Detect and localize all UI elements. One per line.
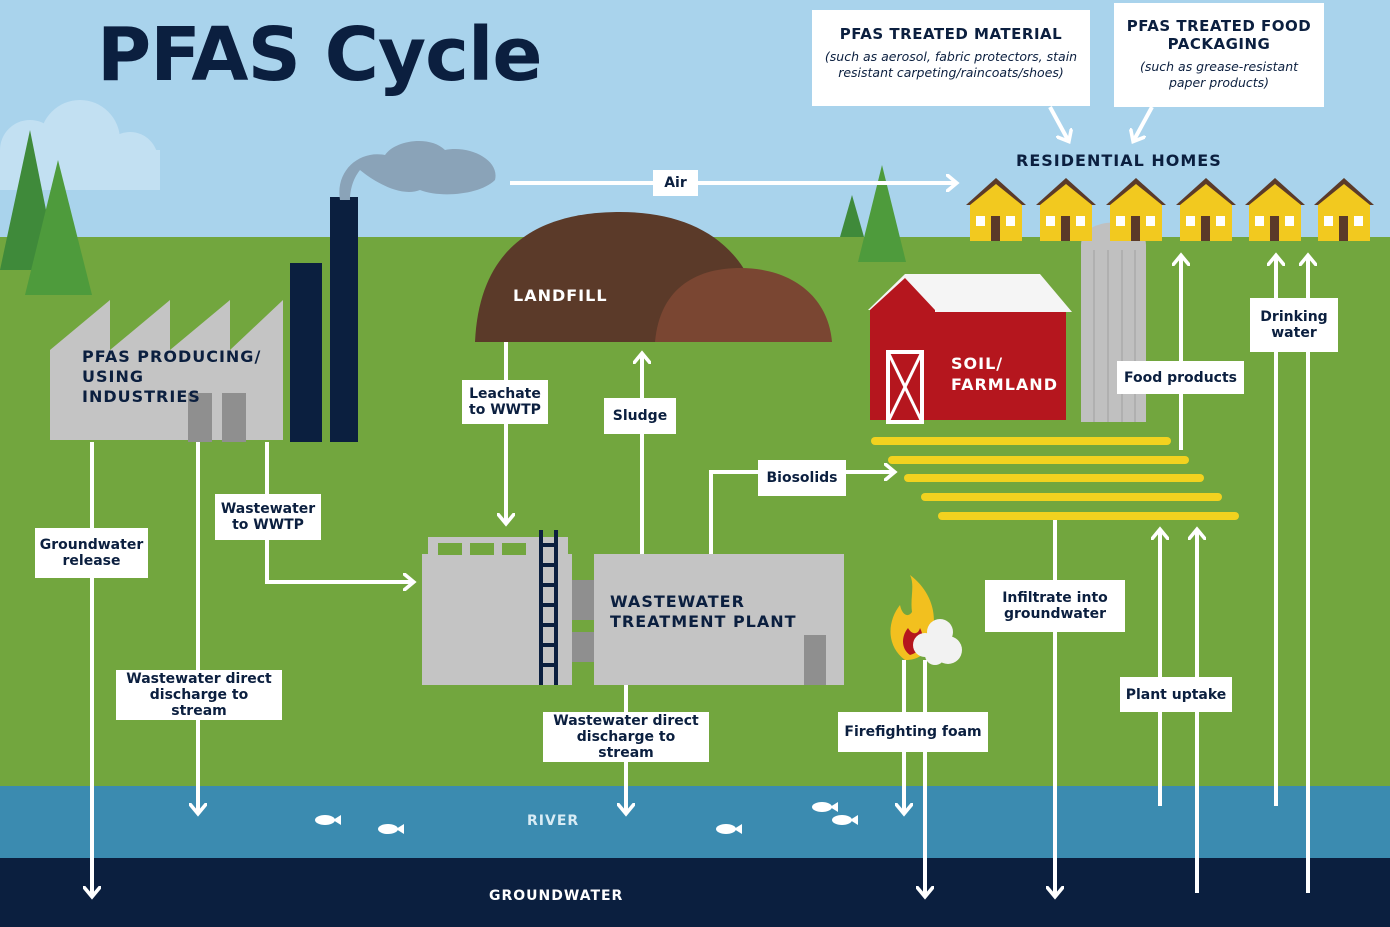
food-products-label: Food products: [1117, 361, 1244, 394]
wastewater-to-wwtp-label: Wastewater to WWTP: [215, 494, 321, 540]
soil-farmland-label: SOIL/ FARMLAND: [951, 354, 1058, 394]
fire-icon: [890, 575, 962, 665]
crop-rows: [871, 437, 1239, 520]
air-label: Air: [653, 170, 698, 196]
landfill-icon: [475, 212, 832, 342]
house-icon: [1036, 178, 1096, 241]
treated-material-box: PFAS TREATED MATERIAL (such as aerosol, …: [812, 10, 1090, 106]
groundwater-release-label: Groundwater release: [35, 528, 148, 578]
groundwater-band: [0, 858, 1390, 927]
residential-homes-label: RESIDENTIAL HOMES: [1016, 151, 1222, 170]
industries-label: PFAS PRODUCING/ USING INDUSTRIES: [82, 347, 262, 406]
landfill-label: LANDFILL: [513, 286, 608, 305]
wwtp-label: WASTEWATER TREATMENT PLANT: [610, 592, 797, 631]
wastewater-direct-discharge-label-2: Wastewater direct discharge to stream: [543, 712, 709, 762]
house-icon: [966, 178, 1026, 241]
food-packaging-heading: PFAS TREATED FOOD PACKAGING: [1126, 17, 1312, 53]
house-icon: [1176, 178, 1236, 241]
sludge-label: Sludge: [604, 398, 676, 434]
groundwater-label: GROUNDWATER: [489, 888, 624, 904]
house-icon: [1314, 178, 1374, 241]
wwtp-icon: [422, 530, 844, 685]
biosolids-label: Biosolids: [758, 460, 846, 496]
tree-icon: [0, 130, 906, 295]
house-icon: [1106, 178, 1166, 241]
wastewater-direct-discharge-label-1: Wastewater direct discharge to stream: [116, 670, 282, 720]
barn-icon: [868, 274, 1072, 424]
infiltrate-groundwater-label: Infiltrate into groundwater: [985, 580, 1125, 632]
factory-icon: [50, 197, 358, 442]
treated-material-sub: (such as aerosol, fabric protectors, sta…: [824, 49, 1078, 80]
leachate-label: Leachate to WWTP: [462, 380, 548, 424]
food-packaging-sub: (such as grease-resistant paper products…: [1139, 59, 1299, 90]
river-label: RIVER: [527, 813, 580, 829]
fish-icons: [315, 802, 858, 834]
page-title: PFAS Cycle: [97, 12, 543, 98]
house-icon: [1245, 178, 1305, 241]
plant-uptake-label: Plant uptake: [1120, 677, 1232, 712]
river-band: [0, 786, 1390, 860]
drinking-water-label: Drinking water: [1250, 298, 1338, 352]
food-packaging-box: PFAS TREATED FOOD PACKAGING (such as gre…: [1114, 3, 1324, 107]
treated-material-heading: PFAS TREATED MATERIAL: [839, 25, 1063, 43]
smoke-icon: [339, 140, 496, 200]
firefighting-foam-label: Firefighting foam: [838, 712, 988, 752]
houses-group: [966, 178, 1374, 241]
